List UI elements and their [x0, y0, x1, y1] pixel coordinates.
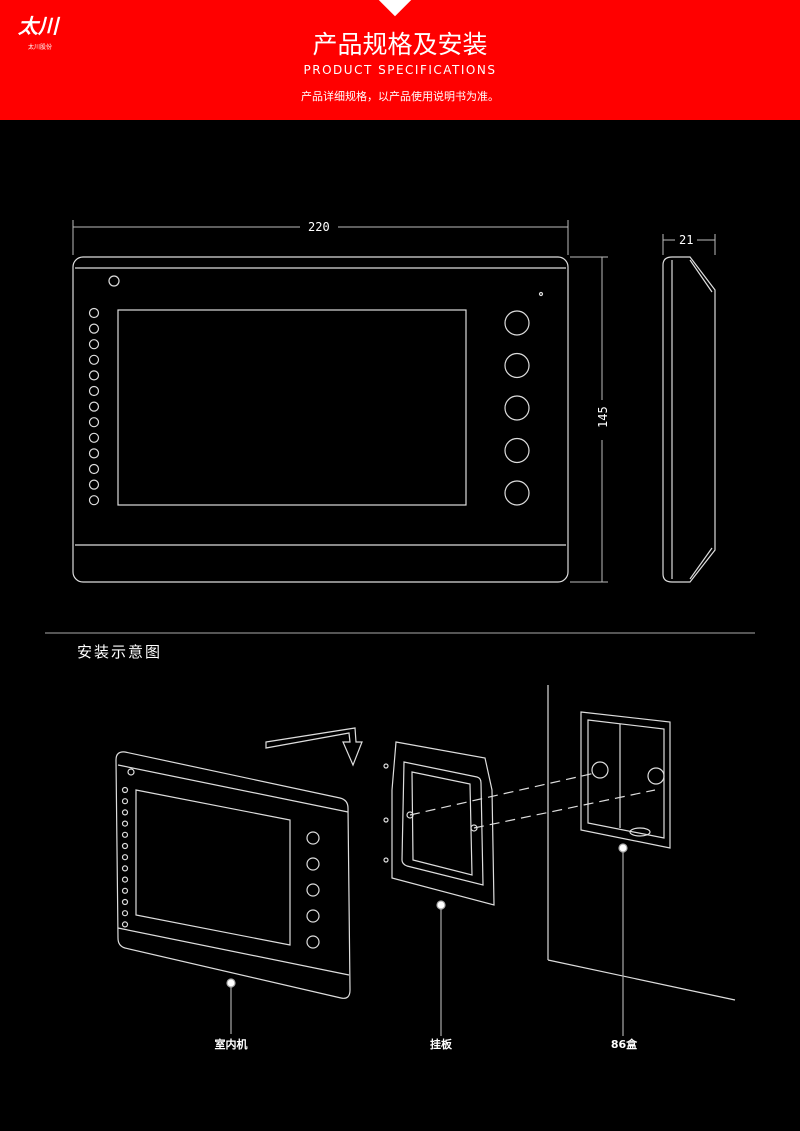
control-button — [306, 883, 320, 897]
installation-title: 安装示意图 — [77, 643, 163, 661]
side-button — [121, 910, 129, 917]
control-button — [504, 310, 530, 336]
side-button — [88, 495, 100, 506]
side-button — [121, 798, 129, 805]
side-button — [88, 354, 100, 365]
brand-logo: 太川太川股份 — [18, 14, 78, 60]
dimension-lines — [72, 220, 716, 583]
side-button — [121, 809, 129, 816]
control-button — [306, 909, 320, 923]
page-title: 产品规格及安装 — [312, 30, 488, 59]
side-button — [121, 898, 129, 906]
control-button — [504, 437, 530, 464]
depth-dimension: 21 — [679, 233, 693, 247]
indoor-unit-perspective — [115, 751, 351, 999]
front-view — [72, 256, 569, 583]
side-button — [88, 448, 100, 459]
mounting-plate — [383, 741, 495, 906]
side-button — [88, 401, 100, 412]
side-button — [88, 307, 100, 319]
86-box — [580, 711, 671, 849]
width-dimension: 220 — [308, 220, 330, 234]
side-view — [662, 256, 716, 583]
side-button — [121, 831, 129, 838]
side-button — [121, 854, 129, 861]
logo-mark: 太川 — [18, 14, 58, 38]
control-button — [306, 935, 320, 949]
side-button — [88, 417, 100, 428]
label-mounting-plate: 挂板 — [430, 1038, 452, 1051]
side-button — [88, 385, 100, 397]
side-button — [121, 820, 129, 827]
side-button — [88, 339, 100, 350]
label-86-box: 86盒 — [610, 1038, 638, 1051]
side-button — [121, 842, 129, 850]
label-indoor-unit: 室内机 — [214, 1038, 248, 1051]
side-button — [121, 876, 129, 883]
side-button — [88, 463, 100, 475]
side-button — [121, 786, 129, 794]
side-button — [88, 370, 100, 381]
control-button — [306, 831, 320, 845]
control-button — [504, 480, 530, 506]
wall-lines — [409, 685, 736, 1001]
side-button — [121, 865, 129, 872]
header-banner: 太川太川股份 产品规格及安装 PRODUCT SPECIFICATIONS 产品… — [0, 0, 800, 120]
callout-markers — [226, 843, 628, 1036]
arrow-icon — [265, 727, 363, 767]
control-button — [504, 395, 530, 421]
side-button — [88, 479, 100, 490]
height-dimension: 145 — [596, 406, 610, 428]
side-button — [88, 323, 100, 334]
side-button — [88, 432, 100, 443]
page-subtitle: PRODUCT SPECIFICATIONS — [303, 63, 497, 77]
control-button — [504, 352, 530, 379]
control-button — [306, 857, 320, 871]
side-button — [121, 921, 129, 928]
side-button — [121, 887, 129, 894]
spec-note: 产品详细规格，以产品使用说明书为准。 — [301, 90, 499, 103]
logo-sub: 太川股份 — [28, 44, 53, 51]
